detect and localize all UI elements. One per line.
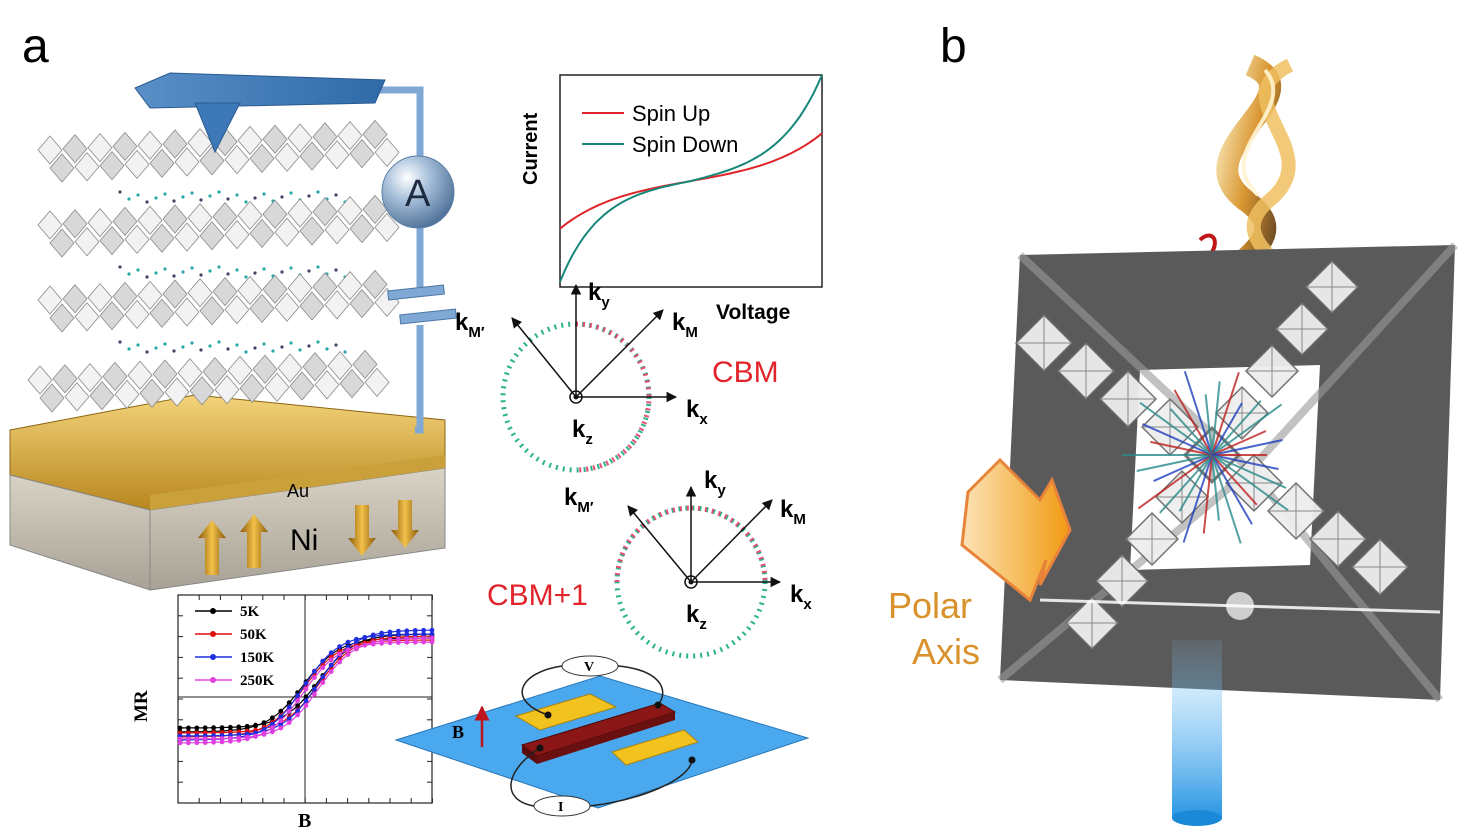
- perovskite-layers: [27, 119, 400, 413]
- cbm-label: CBM: [712, 356, 779, 389]
- au-label: Au: [287, 481, 309, 501]
- cbm-plus-1-label: CBM+1: [487, 579, 588, 612]
- legend-spin-up: Spin Up: [632, 101, 710, 126]
- mr-plot: 5K 50K 150K 250K MR B: [131, 594, 435, 832]
- capacitor: [387, 284, 457, 325]
- iv-ylabel: Current: [520, 112, 542, 185]
- ammeter-label: A: [405, 173, 431, 215]
- iv-spin-down-curve: [559, 74, 823, 283]
- mr-legend-50K: 50K: [240, 627, 267, 643]
- ammeter: [381, 155, 455, 229]
- polar-axis-line2: Axis: [912, 631, 980, 672]
- circuit-wire: [370, 86, 424, 434]
- k1-x: kx: [686, 396, 708, 428]
- panel-b-label: b: [940, 20, 967, 73]
- k1-mprime: kM′: [455, 309, 485, 341]
- k2-y: ky: [704, 467, 726, 499]
- k2-mprime: kM′: [564, 484, 594, 516]
- k2-z: kz: [686, 601, 707, 633]
- magnetization-arrows: [198, 500, 419, 575]
- mr-legend-250K: 250K: [240, 673, 275, 689]
- iv-xlabel: Voltage: [716, 301, 790, 324]
- iv-plot: Spin Up Spin Down Current Voltage: [520, 74, 823, 324]
- substrate-stack: [9, 394, 446, 591]
- mr-legend-150K: 150K: [240, 650, 275, 666]
- mr-xlabel: B: [298, 810, 311, 832]
- mr-ylabel: MR: [131, 690, 152, 722]
- kspace-cbm-plus-1: [614, 485, 782, 659]
- panel-a-label: a: [22, 20, 49, 73]
- kspace-cbm: [500, 283, 678, 473]
- voltmeter-label: V: [584, 660, 594, 675]
- polar-axis-arrow: [960, 457, 1072, 603]
- stm-tip: [134, 72, 386, 154]
- hall-device: [394, 655, 810, 817]
- ni-label: Ni: [290, 524, 318, 557]
- k2-x: kx: [790, 581, 812, 613]
- k1-z: kz: [572, 416, 593, 448]
- b-field-label: B: [452, 722, 464, 742]
- mr-legend-5K: 5K: [240, 604, 260, 620]
- light-beam: [1039, 592, 1441, 826]
- k1-y: ky: [588, 279, 610, 311]
- ammeter-device-label: I: [558, 800, 563, 815]
- polar-axis-line1: Polar: [888, 585, 972, 626]
- k2-m: kM: [780, 496, 806, 528]
- legend-spin-down: Spin Down: [632, 132, 738, 157]
- octahedra-chains: [1014, 259, 1410, 651]
- k1-m: kM: [672, 309, 698, 341]
